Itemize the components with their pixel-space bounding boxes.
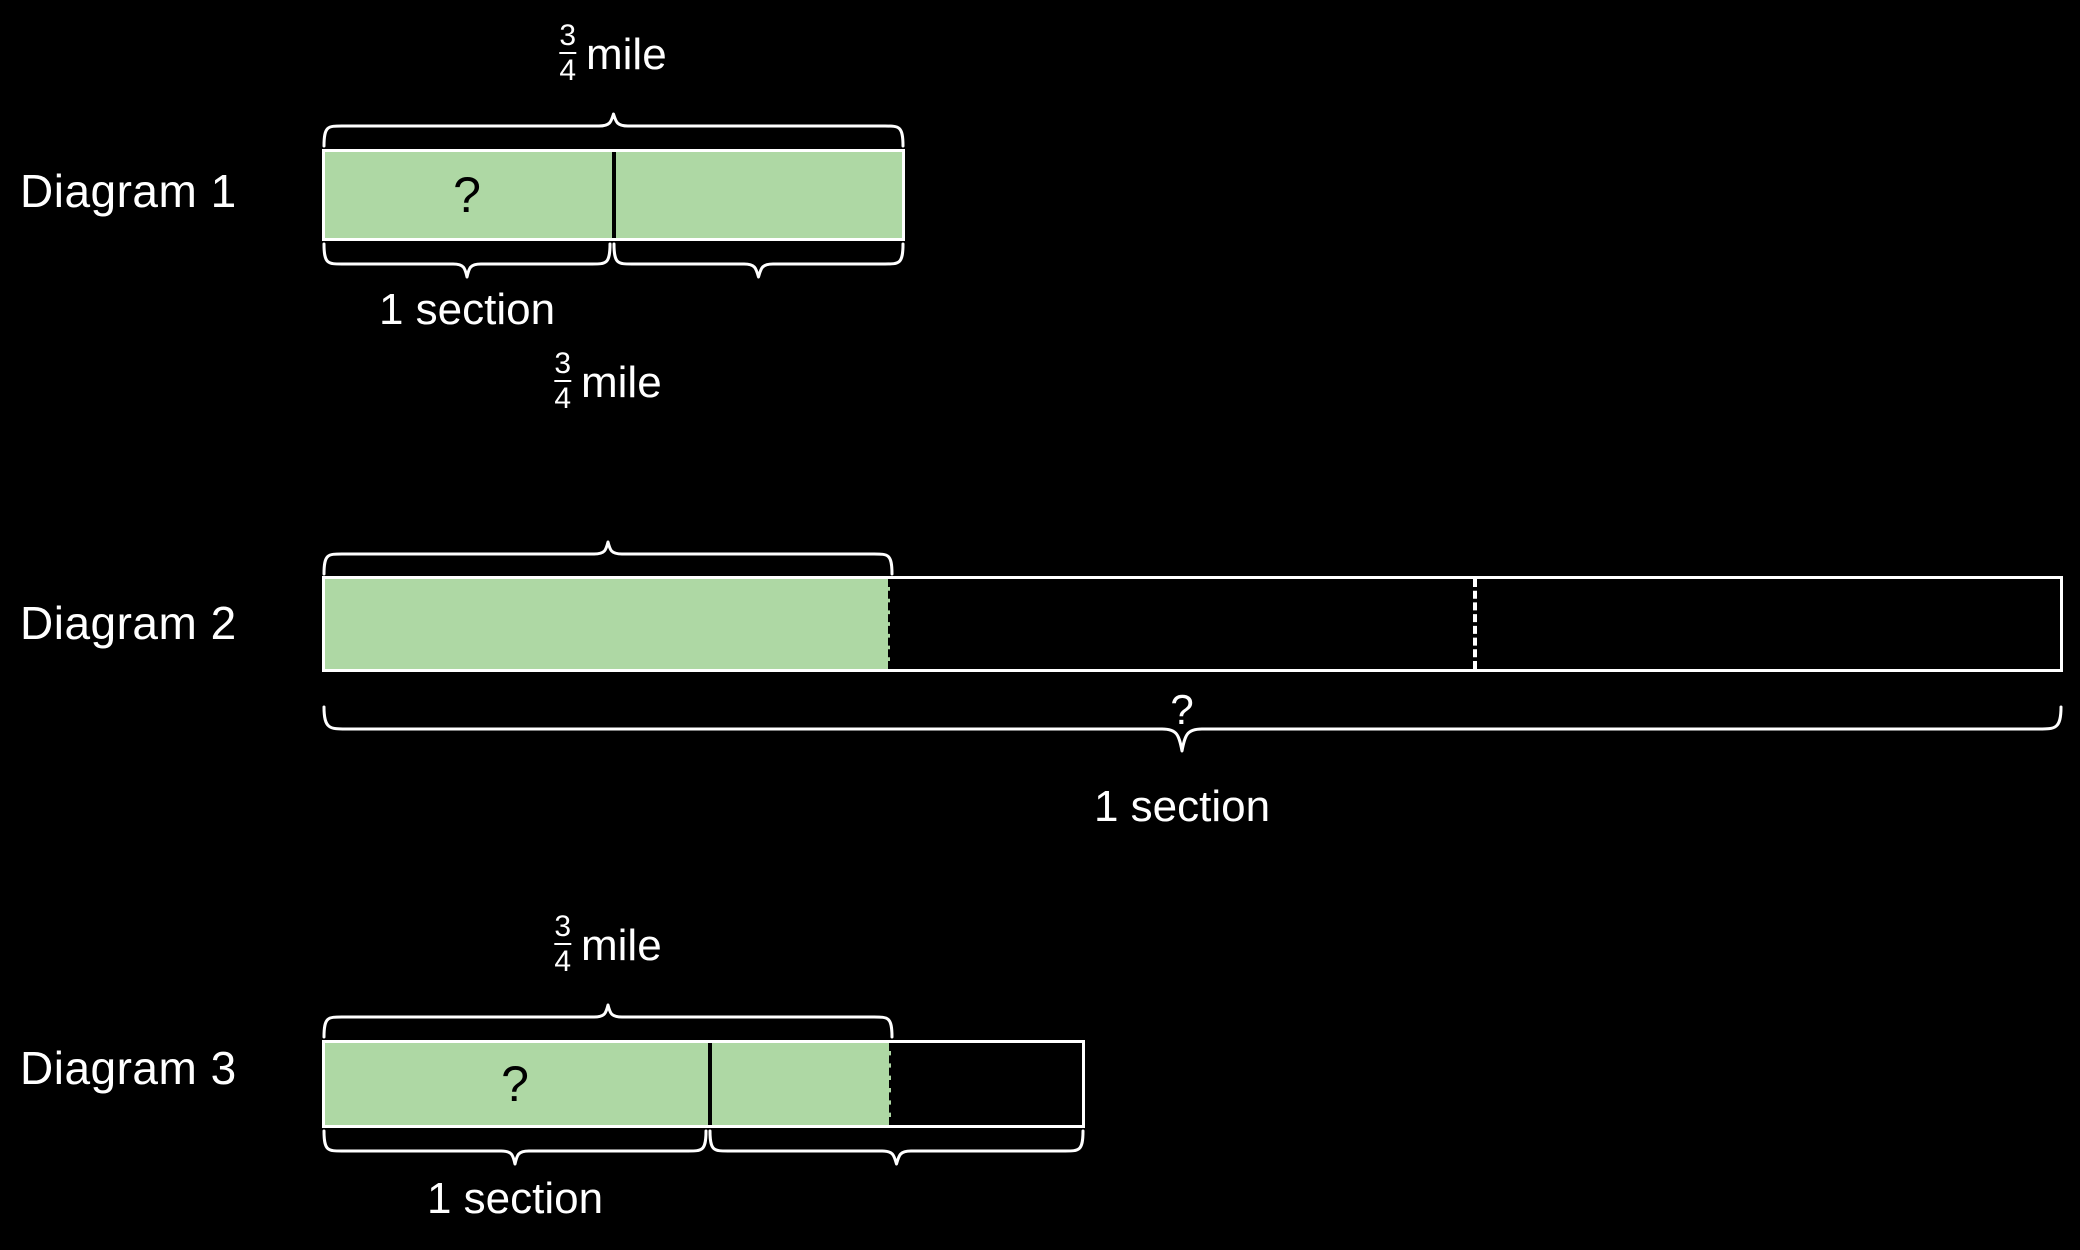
diagram-2-bottom-brace-label: 1 section xyxy=(1093,782,1271,831)
diagram-3-bottom-brace-left xyxy=(322,1129,708,1167)
fraction-three-fourths: 3 4 xyxy=(554,347,571,415)
diagram-1-bar xyxy=(322,149,905,241)
diagram-1-bottom-brace-left xyxy=(322,242,612,280)
diagram-1-top-brace xyxy=(322,112,905,148)
diagram-1-section-divider xyxy=(612,152,616,238)
diagram-3-bottom-brace-right xyxy=(708,1129,1085,1167)
diagram-1-bottom-brace-label: 1 section xyxy=(378,285,556,334)
fraction-three-fourths: 3 4 xyxy=(559,19,576,87)
diagram-1-top-brace-label: 3 4 mile xyxy=(559,19,667,88)
diagram-3-bar xyxy=(322,1040,1085,1128)
diagram-2-top-brace xyxy=(322,540,894,576)
diagram-3-label: Diagram 3 xyxy=(20,1042,237,1094)
diagram-2-label: Diagram 2 xyxy=(20,597,237,649)
unit-label: mile xyxy=(581,921,662,970)
diagram-3-top-brace xyxy=(322,1003,894,1039)
diagram-2-unknown-marker: ? xyxy=(1170,686,1194,733)
diagram-1-label: Diagram 1 xyxy=(20,165,237,217)
diagram-2-shaded-region xyxy=(325,579,890,669)
diagram-2-bar xyxy=(322,576,2063,672)
diagram-2-bottom-brace xyxy=(322,705,2063,755)
diagram-2-shaded-edge xyxy=(888,579,892,669)
diagram-3-unknown-marker: ? xyxy=(501,1056,529,1112)
diagram-3-shaded-region xyxy=(325,1043,891,1125)
diagram-3-section-divider xyxy=(708,1043,712,1125)
diagram-1-unknown-marker: ? xyxy=(453,167,481,223)
diagram-2-top-brace-label: 3 4 mile xyxy=(554,347,662,416)
unit-label: mile xyxy=(586,30,667,79)
diagram-3-bottom-brace-label: 1 section xyxy=(426,1174,604,1223)
diagram-3-top-brace-label: 3 4 mile xyxy=(554,910,662,979)
fraction-three-fourths: 3 4 xyxy=(554,910,571,978)
diagram-1-bottom-brace-right xyxy=(612,242,905,280)
unit-label: mile xyxy=(581,358,662,407)
diagram-2-dashed-divider xyxy=(1473,579,1477,669)
diagram-3-shaded-edge xyxy=(889,1043,893,1125)
